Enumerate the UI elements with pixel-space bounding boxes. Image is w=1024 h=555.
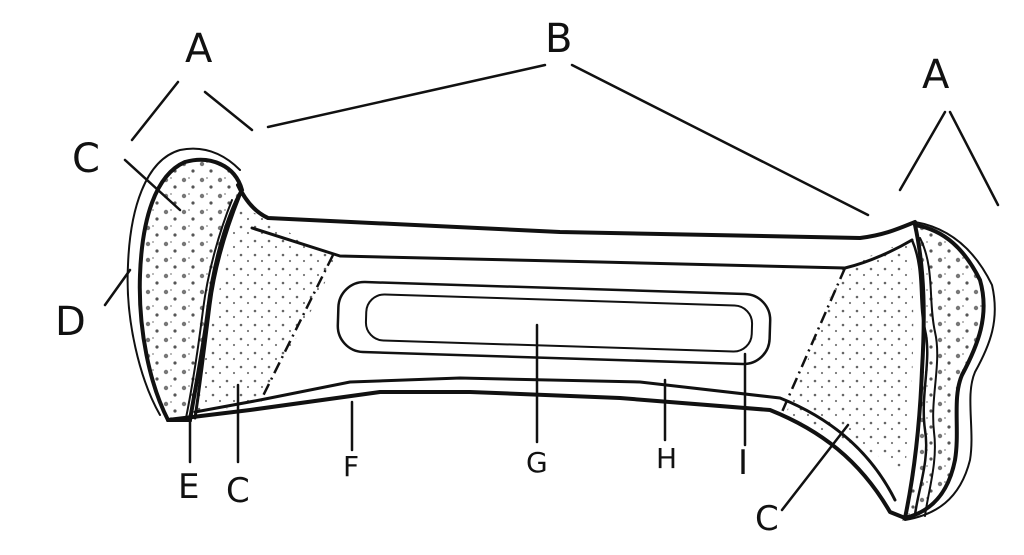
right-metaphysis <box>785 240 914 470</box>
label-d: D <box>55 299 86 345</box>
label-a-left: A <box>185 26 213 72</box>
label-b: B <box>545 16 572 62</box>
diaphysis-bottom-inner <box>193 376 897 502</box>
label-i: I <box>738 443 748 483</box>
diaphysis-top-inner <box>250 226 914 270</box>
left-periosteum <box>126 147 241 416</box>
label-g: G <box>526 446 548 479</box>
label-f: F <box>343 450 359 483</box>
left-epiphysis <box>137 157 245 422</box>
right-epiphyseal-line-inner <box>919 237 939 517</box>
label-c-bottom-right: C <box>755 499 779 539</box>
right-epiphyseal-line <box>910 238 929 517</box>
leader-lines <box>103 63 1000 512</box>
left-epiphyseal-line-inner <box>185 199 233 419</box>
left-dashdot-boundary <box>258 254 335 403</box>
label-a-right: A <box>922 52 950 98</box>
label-e: E <box>178 467 199 507</box>
left-epiphyseal-line <box>193 193 242 420</box>
right-epiphysis <box>902 222 986 521</box>
right-periosteum <box>904 221 996 521</box>
medullary-cavity-outer <box>336 280 772 366</box>
diaphysis-bottom-outer <box>166 390 907 520</box>
diaphysis-top-outer <box>236 183 917 240</box>
label-c-top: C <box>72 136 100 182</box>
right-dashdot-boundary <box>780 267 847 413</box>
medullary-cavity-inner <box>364 293 754 353</box>
label-h: H <box>656 442 677 475</box>
left-metaphysis <box>195 205 335 412</box>
label-c-bottom-left: C <box>226 471 250 511</box>
